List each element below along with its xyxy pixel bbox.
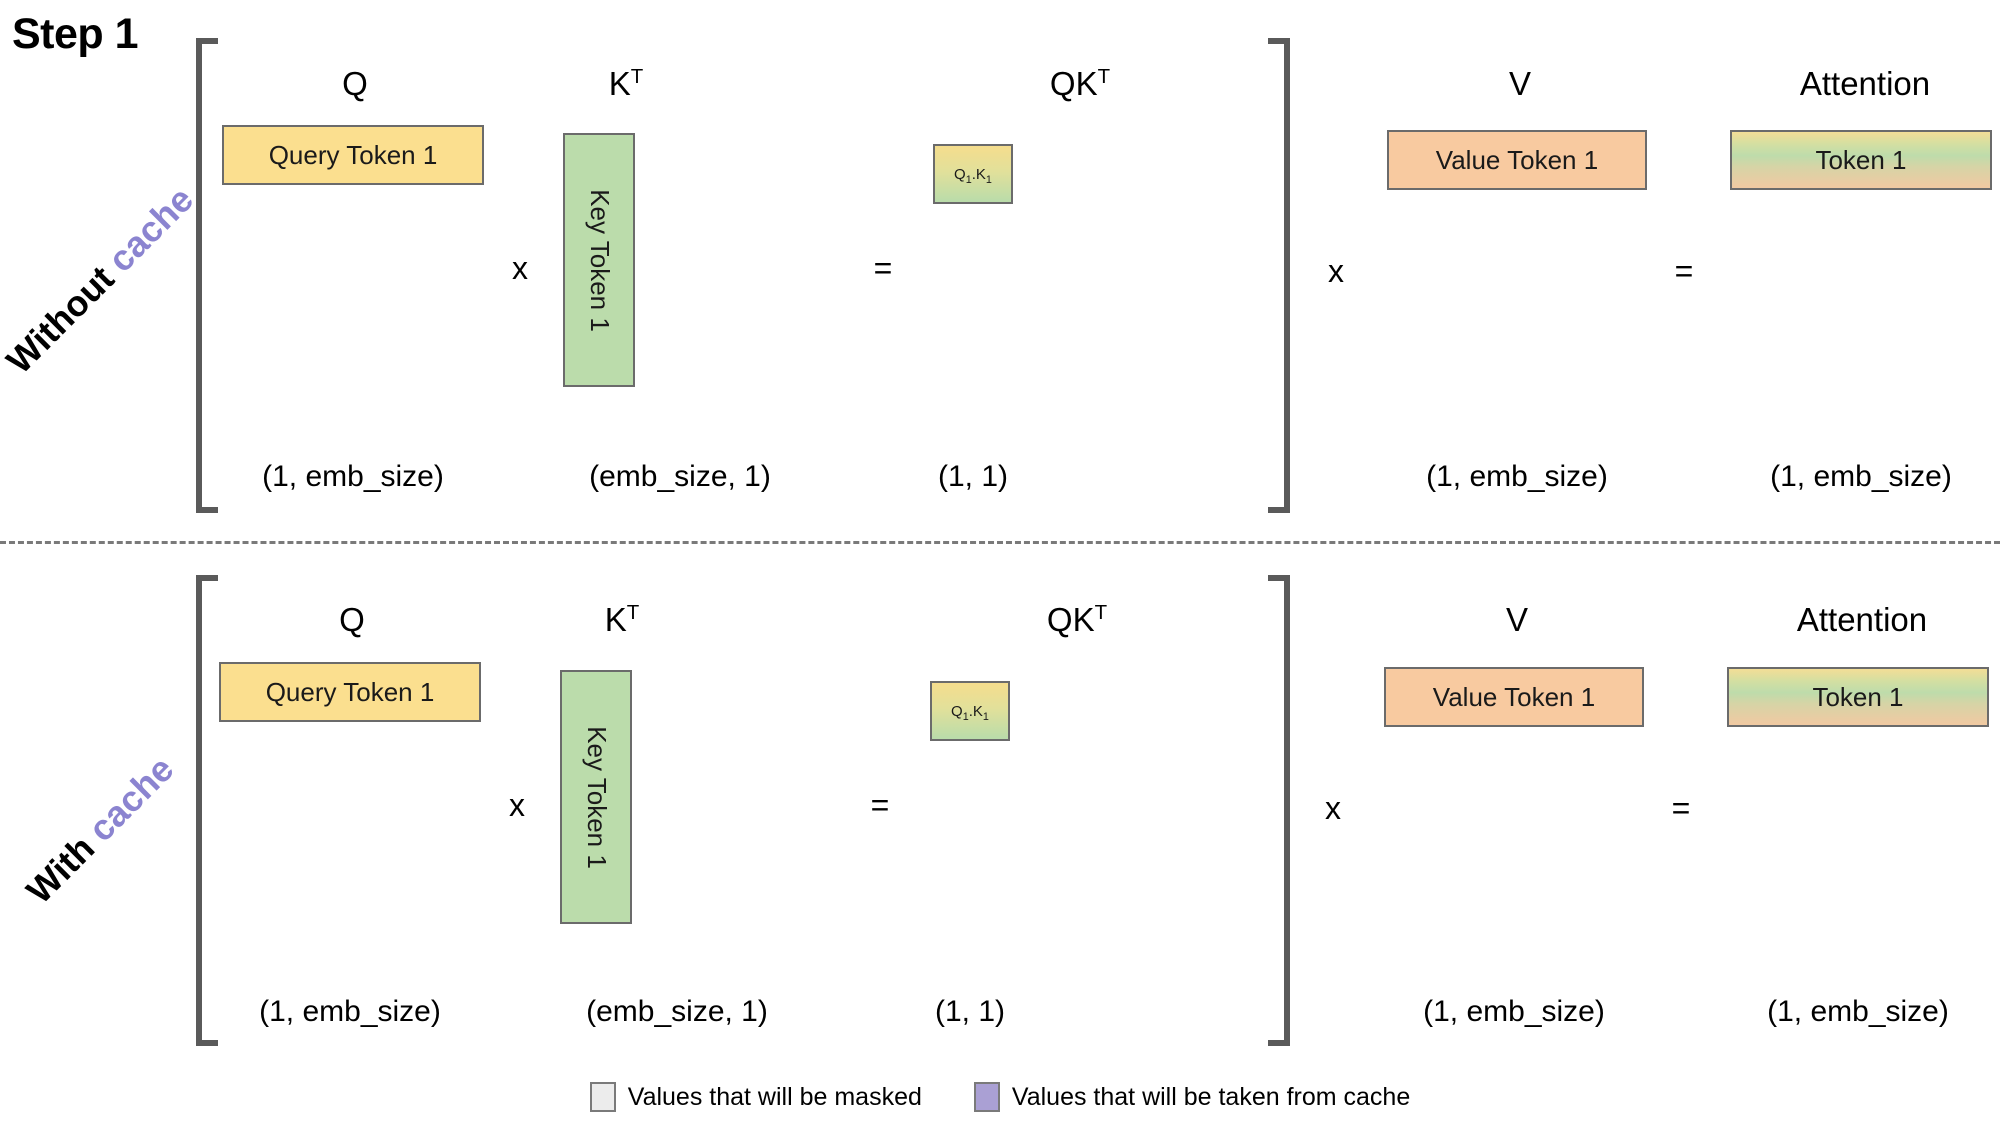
col-header-attention-row1: Attention [1730,65,2000,103]
col-header-kt-row1-text: K [608,65,631,102]
legend-swatch-masked-icon [589,1082,616,1112]
qk-k-sub-row2: 1 [982,710,989,723]
col-header-v-row1: V [1390,65,1650,103]
bracket-left-row1 [196,38,218,513]
row-divider [0,541,2000,544]
matrix-box-qk-row1[interactable]: Q1.K1 [933,144,1013,204]
matrix-box-qk-row2[interactable]: Q1.K1 [930,681,1010,741]
matrix-box-key-row1[interactable]: Key Token 1 [563,133,635,387]
dim-q-row2: (1, emb_size) [259,995,441,1028]
col-header-kt-row2-text: K [604,601,627,638]
operator-multiply-qk-row2: x [509,787,525,823]
col-header-kt-row1-sup: T [630,65,644,88]
bracket-left-row2 [196,575,218,1046]
col-header-attention-row2-text: Attention [1796,601,1928,638]
dim-qkt-row2: (1, 1) [934,995,1006,1028]
legend-label-cache: Values that will be taken from cache [1011,1082,1411,1111]
col-header-kt-row2: KT [562,601,682,639]
matrix-box-qk-row1-label: Q1.K1 [954,165,992,186]
matrix-box-query-row1-label: Query Token 1 [268,139,438,170]
operator-equals-av-row1: = [1674,253,1694,289]
legend-item-masked: Values that will be masked [589,1082,922,1112]
qk-k-row2: .K [968,702,983,720]
col-header-qkt-row2-text: QK [1046,601,1095,638]
matrix-box-value-row2[interactable]: Value Token 1 [1384,667,1644,727]
col-header-qkt-row1-text: QK [1049,65,1098,102]
col-header-q-row2: Q [222,601,482,639]
col-header-q-row1: Q [225,65,485,103]
matrix-box-value-row2-label: Value Token 1 [1432,681,1596,712]
matrix-box-key-row2[interactable]: Key Token 1 [560,670,632,924]
matrix-box-attention-row2[interactable]: Token 1 [1727,667,1989,727]
operator-equals-av-row2: = [1671,790,1691,826]
dim-attention-row1: (1, emb_size) [1770,460,1952,493]
dim-q-row1: (1, emb_size) [262,460,444,493]
matrix-box-query-row1[interactable]: Query Token 1 [222,125,484,185]
qk-q-sub-row1: 1 [965,173,972,186]
row-label-without-cache-accent: cache [99,178,202,280]
row-label-without-cache-plain: Without [0,257,122,382]
qk-q-sub-row2: 1 [962,710,969,723]
col-header-attention-row1-text: Attention [1799,65,1931,102]
col-header-q-row2-text: Q [339,601,365,638]
dim-attention-row2: (1, emb_size) [1767,995,1949,1028]
operator-multiply-av-row1: x [1328,253,1344,289]
matrix-box-query-row2[interactable]: Query Token 1 [219,662,481,722]
bracket-right-row2 [1268,575,1290,1046]
legend-item-cache: Values that will be taken from cache [973,1082,1411,1112]
matrix-box-attention-row1[interactable]: Token 1 [1730,130,1992,190]
operator-equals-qk-row1: = [873,250,893,286]
qk-q-row1: Q [954,165,966,183]
col-header-qkt-row1-sup: T [1097,65,1111,88]
col-header-v-row1-text: V [1508,65,1531,102]
col-header-kt-row1: KT [566,65,686,103]
legend-label-masked: Values that will be masked [627,1082,922,1111]
matrix-box-attention-row1-label: Token 1 [1815,144,1907,175]
col-header-qkt-row1: QKT [1010,65,1150,103]
qk-q-row2: Q [951,702,963,720]
matrix-box-query-row2-label: Query Token 1 [265,676,435,707]
qk-k-row1: .K [971,165,986,183]
page-title: Step 1 [12,10,139,58]
matrix-box-key-row1-label: Key Token 1 [584,188,615,332]
operator-equals-qk-row2: = [870,787,890,823]
bracket-right-row1 [1268,38,1290,513]
col-header-kt-row2-sup: T [626,601,640,624]
dim-kt-row1: (emb_size, 1) [589,460,771,493]
dim-kt-row2: (emb_size, 1) [586,995,768,1028]
row-label-with-cache-accent: cache [80,748,182,850]
dim-v-row1: (1, emb_size) [1426,460,1608,493]
legend: Values that will be masked Values that w… [0,1082,2000,1112]
matrix-box-value-row1-label: Value Token 1 [1435,144,1599,175]
legend-swatch-cache-icon [973,1082,1000,1112]
col-header-qkt-row2-sup: T [1094,601,1108,624]
matrix-box-attention-row2-label: Token 1 [1812,681,1904,712]
row-label-with-cache: With cache [18,748,182,912]
col-header-qkt-row2: QKT [1007,601,1147,639]
qk-k-sub-row1: 1 [985,173,992,186]
col-header-v-row2: V [1387,601,1647,639]
dim-v-row2: (1, emb_size) [1423,995,1605,1028]
dim-qkt-row1: (1, 1) [937,460,1009,493]
row-label-with-cache-plain: With [18,827,103,912]
col-header-v-row2-text: V [1505,601,1528,638]
matrix-box-qk-row2-label: Q1.K1 [951,702,989,723]
operator-multiply-qk-row1: x [512,250,528,286]
col-header-attention-row2: Attention [1727,601,1997,639]
row-label-without-cache: Without cache [0,179,202,382]
matrix-box-value-row1[interactable]: Value Token 1 [1387,130,1647,190]
col-header-q-row1-text: Q [342,65,368,102]
matrix-box-key-row2-label: Key Token 1 [581,725,612,869]
operator-multiply-av-row2: x [1325,790,1341,826]
